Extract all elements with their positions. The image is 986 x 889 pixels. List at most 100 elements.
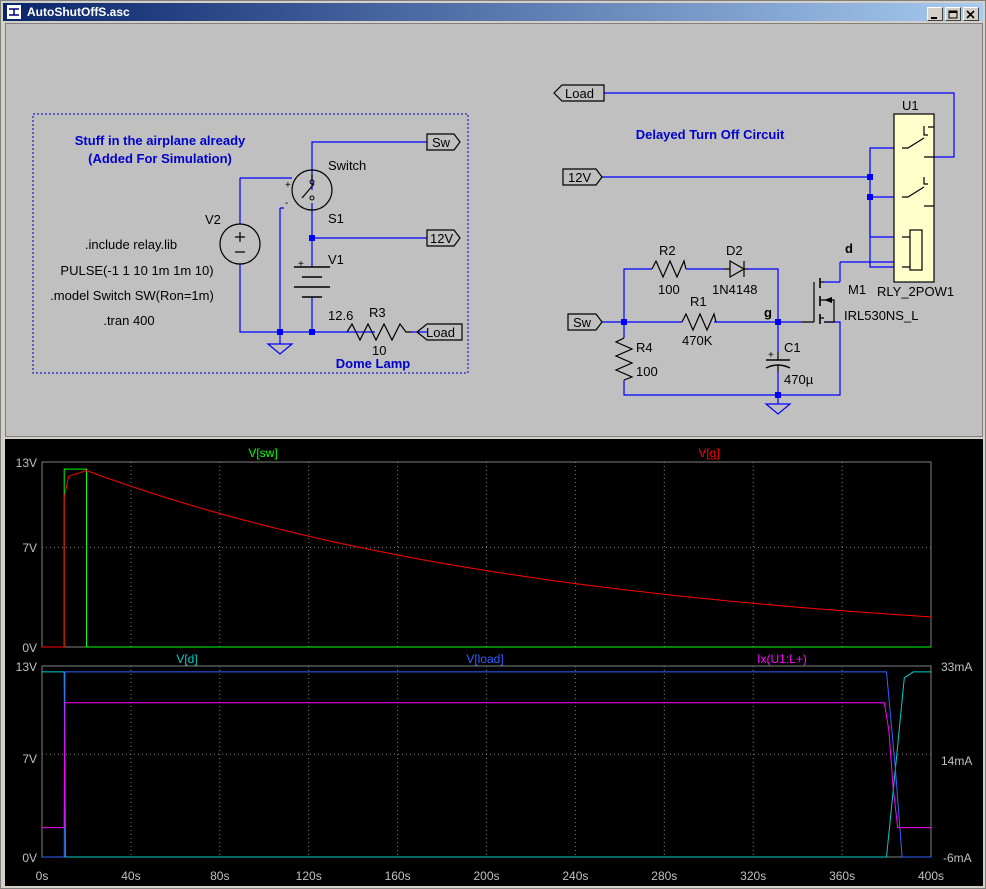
- title-bar[interactable]: AutoShutOffS.asc: [3, 3, 983, 21]
- svg-text:Sw: Sw: [573, 315, 592, 330]
- trace-label-vd[interactable]: V[d]: [176, 652, 197, 666]
- r3-resistor[interactable]: R3 10: [346, 305, 412, 358]
- r1-ref: R1: [690, 294, 707, 309]
- maximize-button[interactable]: [945, 7, 961, 21]
- schematic-canvas[interactable]: Stuff in the airplane already (Added For…: [6, 24, 983, 437]
- d2-value: 1N4148: [712, 282, 758, 297]
- window-title: AutoShutOffS.asc: [27, 5, 130, 19]
- waveform-canvas[interactable]: V[sw] V[g] V[d] V[load] Ix(U1:L+) 13V 7V…: [5, 439, 983, 886]
- trace-label-ix[interactable]: Ix(U1:L+): [757, 652, 807, 666]
- xtick-2: 80s: [210, 869, 229, 883]
- d2-ref: D2: [726, 243, 743, 258]
- schematic-pane[interactable]: Stuff in the airplane already (Added For…: [5, 23, 983, 437]
- r3-ref: R3: [369, 305, 386, 320]
- pane2-ytick-13v: 13V: [16, 660, 37, 674]
- pane1-ytick-13v: 13V: [16, 456, 37, 470]
- pane2-ytick-7v: 7V: [22, 752, 37, 766]
- u1-value: RLY_2POW1: [877, 284, 954, 299]
- xtick-5: 200s: [473, 869, 499, 883]
- m1-mosfet[interactable]: M1 IRL530NS_L: [802, 278, 918, 324]
- dome-lamp-label: Dome Lamp: [336, 356, 410, 371]
- svg-text:12V: 12V: [568, 170, 591, 185]
- xtick-9: 360s: [829, 869, 855, 883]
- net-label-12v-left[interactable]: 12V: [426, 229, 461, 247]
- switch-ref: S1: [328, 211, 344, 226]
- r4-ref: R4: [636, 340, 653, 355]
- directive-include[interactable]: .include relay.lib: [85, 237, 177, 252]
- pane2-ytick-right-14ma: 14mA: [941, 754, 972, 768]
- v1-battery[interactable]: + V1 12.6: [294, 252, 353, 323]
- xtick-4: 160s: [385, 869, 411, 883]
- m1-value: IRL530NS_L: [844, 308, 918, 323]
- pane2-ytick-0v: 0V: [22, 851, 37, 865]
- directive-pulse[interactable]: PULSE(-1 1 10 1m 1m 10): [60, 263, 213, 278]
- xtick-8: 320s: [740, 869, 766, 883]
- trace-vg: [42, 469, 932, 648]
- note-line2: (Added For Simulation): [88, 151, 232, 166]
- svg-text:+: +: [285, 180, 291, 191]
- switch-name: Switch: [328, 158, 366, 173]
- u1-ref: U1: [902, 98, 919, 113]
- directive-model[interactable]: .model Switch SW(Ron=1m): [50, 288, 214, 303]
- waveform-viewer[interactable]: V[sw] V[g] V[d] V[load] Ix(U1:L+) 13V 7V…: [5, 439, 983, 886]
- r4-resistor[interactable]: R4 100: [614, 337, 658, 381]
- r3-value: 10: [372, 343, 386, 358]
- trace-label-vsw[interactable]: V[sw]: [248, 446, 277, 460]
- svg-text:Load: Load: [565, 86, 594, 101]
- m1-ref: M1: [848, 282, 866, 297]
- trace-vd: [42, 671, 931, 858]
- r1-resistor[interactable]: R1 470K: [681, 294, 717, 348]
- xtick-3: 120s: [296, 869, 322, 883]
- minimize-icon: [931, 17, 937, 19]
- net-label-sw-in[interactable]: Sw: [567, 313, 603, 331]
- r2-resistor[interactable]: R2 100: [651, 243, 687, 297]
- pane1-ytick-0v: 0V: [22, 641, 37, 655]
- trace-label-vload[interactable]: V[load]: [466, 652, 503, 666]
- trace-label-vg[interactable]: V[g]: [698, 446, 719, 460]
- r1-value: 470K: [682, 333, 713, 348]
- close-icon: [966, 10, 975, 19]
- switch-s1[interactable]: + - Switch S1: [285, 158, 366, 226]
- node-g-label: g: [764, 305, 772, 320]
- d2-diode[interactable]: D2 1N4148: [712, 243, 758, 297]
- left-junctions: [277, 235, 315, 335]
- ground-left: [266, 343, 294, 355]
- svg-text:Load: Load: [426, 325, 455, 340]
- u1-relay[interactable]: U1 RLY_2POW1: [877, 98, 954, 299]
- xtick-1: 40s: [121, 869, 140, 883]
- note-line1: Stuff in the airplane already: [75, 133, 246, 148]
- v2-ref: V2: [205, 212, 221, 227]
- directive-tran[interactable]: .tran 400: [103, 313, 154, 328]
- delayed-circuit-label: Delayed Turn Off Circuit: [636, 127, 785, 142]
- pane2-ytick-right-33ma: 33mA: [941, 660, 972, 674]
- r4-value: 100: [636, 364, 658, 379]
- c1-capacitor[interactable]: + C1 470µ: [765, 340, 814, 387]
- svg-text:+: +: [768, 350, 774, 361]
- svg-text:-: -: [285, 198, 288, 209]
- net-label-load-left[interactable]: Load: [416, 323, 463, 341]
- svg-text:12V: 12V: [430, 231, 453, 246]
- right-wires: [602, 92, 955, 404]
- right-junctions: [621, 174, 873, 398]
- v2-source[interactable]: V2: [205, 212, 261, 265]
- grid: [42, 462, 931, 857]
- net-label-sw-out[interactable]: Sw: [426, 133, 461, 151]
- r2-value: 100: [658, 282, 680, 297]
- xtick-7: 280s: [651, 869, 677, 883]
- r2-ref: R2: [659, 243, 676, 258]
- xtick-6: 240s: [562, 869, 588, 883]
- close-button[interactable]: [963, 7, 979, 21]
- maximize-icon: [948, 10, 958, 19]
- node-d-label: d: [845, 241, 853, 256]
- xtick-0: 0s: [36, 869, 49, 883]
- svg-text:+: +: [298, 259, 304, 270]
- schematic-icon: [7, 5, 21, 19]
- pane1-ytick-7v: 7V: [22, 541, 37, 555]
- minimize-button[interactable]: [927, 7, 943, 21]
- ground-right: [764, 403, 792, 415]
- net-label-load-right[interactable]: Load: [553, 84, 605, 102]
- net-label-12v-right[interactable]: 12V: [562, 168, 603, 186]
- pane2-ytick-right-neg6ma: -6mA: [943, 851, 972, 865]
